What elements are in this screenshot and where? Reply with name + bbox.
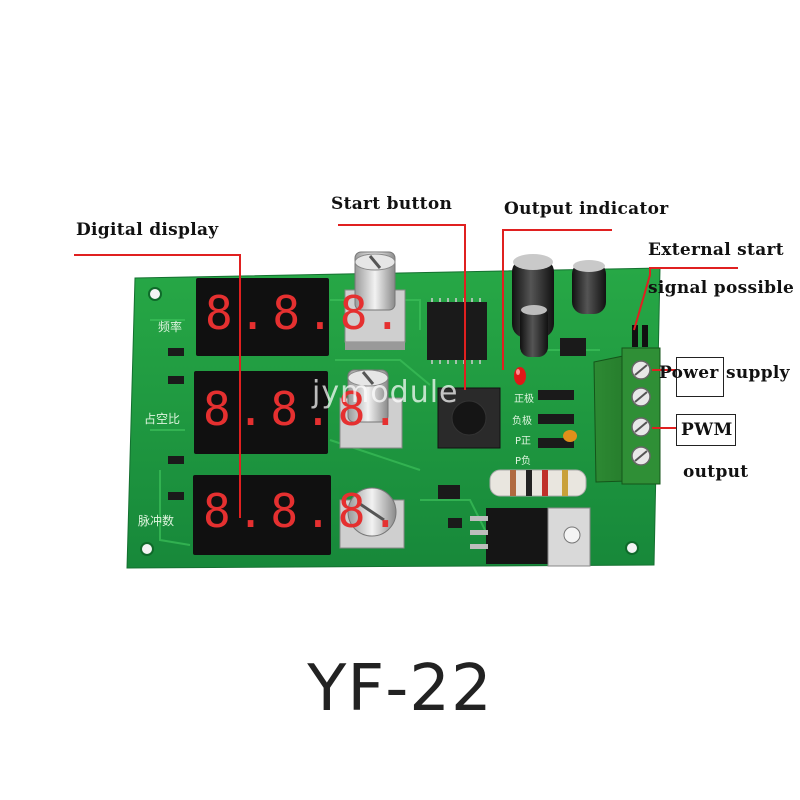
capacitors [512, 254, 606, 357]
pcb-traces [150, 299, 600, 546]
silk-frequency: 频率 [158, 320, 183, 334]
output-led-shape [514, 367, 526, 385]
label-output: output [683, 462, 749, 482]
silk-p-neg: P负 [515, 456, 532, 467]
display-frequency: 8.8.8. [205, 286, 408, 340]
label-pwm: PWM [676, 414, 736, 446]
silk-pulse-count: 脉冲数 [138, 514, 175, 528]
label-output-indicator: Output indicator [504, 199, 669, 219]
label-start-button: Start button [331, 194, 453, 214]
label-power-box [676, 357, 724, 397]
product-name: YF-22 [307, 652, 493, 726]
watermark: jymodule [312, 375, 459, 410]
start-button-shape [437, 387, 501, 449]
mounting-holes [140, 287, 639, 556]
label-external-start: External start [648, 240, 784, 260]
display-pulse-count: 8.8.8. [203, 484, 406, 538]
label-power: Power [659, 363, 719, 383]
terminal-block [593, 347, 661, 485]
callout-line-output [502, 229, 612, 370]
label-signal-possible: signal possible [648, 278, 795, 298]
label-supply: supply [726, 363, 790, 383]
callout-line-external [633, 267, 738, 331]
mosfet [470, 507, 591, 567]
potentiometer-duty [339, 369, 403, 449]
display-duty-cycle: 8.8.8. [203, 382, 406, 436]
ceramic-capacitor [563, 430, 577, 442]
smd-components [168, 338, 586, 528]
seven-segment-displays [193, 278, 331, 555]
silk-pos: 正极 [514, 394, 534, 405]
silk-neg: 负极 [512, 416, 532, 427]
microcontroller-chip [427, 298, 487, 364]
header-pins [632, 325, 648, 347]
potentiometer-frequency [344, 251, 406, 350]
silk-duty-cycle: 占空比 [144, 412, 181, 426]
power-resistor [489, 469, 587, 497]
callout-line-start [338, 224, 466, 390]
potentiometer-pulses [339, 487, 405, 549]
callout-lines [74, 224, 738, 518]
silk-p-pos: P正 [515, 436, 532, 447]
callout-line-display [74, 254, 241, 518]
label-digital-display: Digital display [76, 220, 219, 240]
